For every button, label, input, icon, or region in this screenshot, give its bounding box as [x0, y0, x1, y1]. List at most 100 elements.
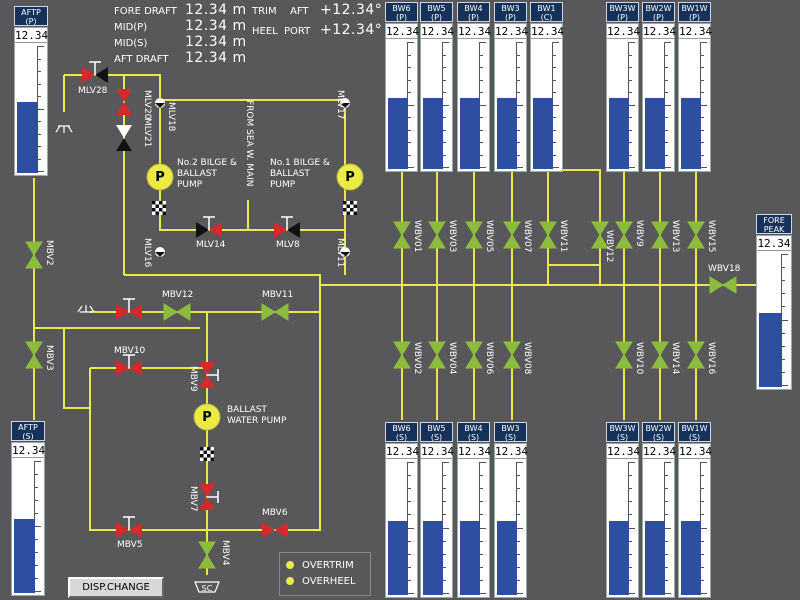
tank-bw4-p[interactable]: BW4(P)12.34 [457, 2, 492, 172]
tank-label: BW6(P) [385, 2, 418, 22]
tank-scale [479, 42, 486, 169]
tank-bw1w-p[interactable]: BW1W(P)12.34 [678, 2, 713, 172]
tank-scale [664, 42, 671, 169]
tank-level-bar [681, 521, 701, 595]
wbv08-label[interactable]: WBV08 [522, 342, 532, 375]
tank-value: 12.34 [679, 25, 713, 39]
tank-bw4-s[interactable]: BW4(S)12.34 [457, 422, 491, 598]
tank-bw5-s[interactable]: BW5(S)12.34 [420, 422, 454, 598]
no2-pump-symbol[interactable]: P [155, 170, 165, 185]
mlv8-label[interactable]: MLV8 [276, 240, 300, 250]
mbv10-label[interactable]: MBV10 [114, 346, 146, 356]
mbv9-label[interactable]: MBV9 [188, 366, 198, 392]
wbv13-label[interactable]: WBV13 [670, 220, 680, 253]
tank-bw1-c[interactable]: BW1(C)12.34 [530, 2, 564, 172]
tank-bw6-s[interactable]: BW6(S)12.34 [385, 422, 419, 598]
mlv11-label[interactable]: MLV11 [335, 238, 345, 268]
tank-scale [37, 46, 44, 173]
mid-p-value: 12.34 m [185, 18, 247, 34]
tank-level-bar [460, 521, 480, 595]
tank-scale [664, 462, 671, 595]
tank-bw2w-s[interactable]: BW2W(S)12.34 [642, 422, 677, 598]
wbv04-label[interactable]: WBV04 [447, 342, 457, 375]
tank-label: BW5(P) [420, 2, 453, 22]
mid-s-label: MID(S) [114, 38, 148, 49]
no1-pump-symbol[interactable]: P [345, 170, 355, 185]
tank-body: 12.34 [420, 23, 454, 172]
tank-value: 12.34 [679, 445, 713, 459]
tank-label: BW1W(S) [678, 422, 711, 442]
tank-value: 12.34 [607, 25, 641, 39]
tank-bw3-s[interactable]: BW3(S)12.34 [494, 422, 528, 598]
wbv12-label[interactable]: WBV12 [604, 230, 614, 263]
mbv11-label[interactable]: MBV11 [262, 290, 294, 300]
tank-scale [407, 42, 414, 169]
overheel-lamp-icon [286, 577, 294, 585]
tank-bw3w-s[interactable]: BW3W(S)12.34 [606, 422, 640, 598]
tank-bw3w-p[interactable]: BW3W(P)12.34 [606, 2, 641, 172]
disp-change-button[interactable]: DISP.CHANGE [68, 577, 164, 598]
mbv5-label[interactable]: MBV5 [117, 540, 143, 550]
tank-value: 12.34 [757, 237, 791, 251]
wbv18-label[interactable]: WBV18 [708, 264, 741, 274]
tank-value: 12.34 [458, 25, 492, 39]
mlv16-label[interactable]: MLV16 [142, 238, 152, 268]
wbv07-label[interactable]: WBV07 [522, 220, 532, 253]
ballast-pump-symbol[interactable]: P [202, 410, 212, 425]
mlv17-label[interactable]: MLV17 [335, 90, 345, 120]
mbv12-label[interactable]: MBV12 [162, 290, 194, 300]
mlv28-label[interactable]: MLV28 [78, 86, 108, 96]
wbv16-label[interactable]: WBV16 [706, 342, 716, 375]
wbv02-label[interactable]: WBV02 [412, 342, 422, 375]
mid-s-value: 12.34 m [185, 34, 247, 50]
mbv6-label[interactable]: MBV6 [262, 508, 288, 518]
wbv06-label[interactable]: WBV06 [484, 342, 494, 375]
mlv14-label[interactable]: MLV14 [196, 240, 226, 250]
overtrim-indicator: OVERTRIM [286, 560, 354, 571]
tank-bw2w-p[interactable]: BW2W(P)12.34 [642, 2, 677, 172]
mbv3-label[interactable]: MBV3 [44, 345, 54, 371]
mlv21-label[interactable]: MLV21 [142, 118, 152, 148]
tank-scale [516, 42, 523, 169]
mlv18-label[interactable]: MLV18 [166, 102, 176, 132]
tank-label: BW1(C) [530, 2, 563, 22]
wbv01-label[interactable]: WBV01 [412, 220, 422, 253]
wbv15-label[interactable]: WBV15 [706, 220, 716, 253]
tank-value: 12.34 [643, 25, 677, 39]
tank-body: 12.34 [494, 23, 528, 172]
tank-level-bar [759, 313, 782, 387]
wbv14-label[interactable]: WBV14 [670, 342, 680, 375]
mbv4-label[interactable]: MBV4 [220, 540, 230, 566]
from-sea-label: FROM SEA W. MAIN [244, 100, 254, 187]
mbv7-label[interactable]: MBV7 [188, 486, 198, 512]
tank-body: 12.34 [606, 443, 640, 598]
tank-aftp-s[interactable]: AFTP(S)12.34 [11, 421, 45, 596]
mbv2-label[interactable]: MBV2 [44, 240, 54, 266]
tank-aftp-p[interactable]: AFTP(P)12.34 [14, 6, 48, 176]
heel-value: +12.34° [320, 22, 383, 38]
tank-level-bar [388, 98, 408, 169]
wbv9-label[interactable]: WBV9 [634, 220, 644, 247]
tank-body: 12.34 [457, 23, 492, 172]
tank-bw5-p[interactable]: BW5(P)12.34 [420, 2, 454, 172]
mlv20-label[interactable]: MLV20 [142, 90, 152, 120]
wbv03-label[interactable]: WBV03 [447, 220, 457, 253]
tank-bw3-p[interactable]: BW3(P)12.34 [494, 2, 528, 172]
tank-level-bar [645, 521, 665, 595]
wbv11-label[interactable]: WBV11 [558, 220, 568, 253]
tank-label: BW5(S) [420, 422, 453, 442]
tank-bw1w-s[interactable]: BW1W(S) 12.34 [678, 422, 713, 598]
tank-bw6-p[interactable]: BW6(P)12.34 [385, 2, 419, 172]
tank-level-bar [533, 98, 553, 169]
tank-body: 12.34 [457, 443, 491, 598]
wbv05-label[interactable]: WBV05 [484, 220, 494, 253]
wbv10-label[interactable]: WBV10 [634, 342, 644, 375]
tank-label: BW3(P) [494, 2, 527, 22]
tank-value: 12.34 [643, 445, 677, 459]
tank-level-bar [497, 98, 517, 169]
tank-label: BW6(S) [385, 422, 418, 442]
